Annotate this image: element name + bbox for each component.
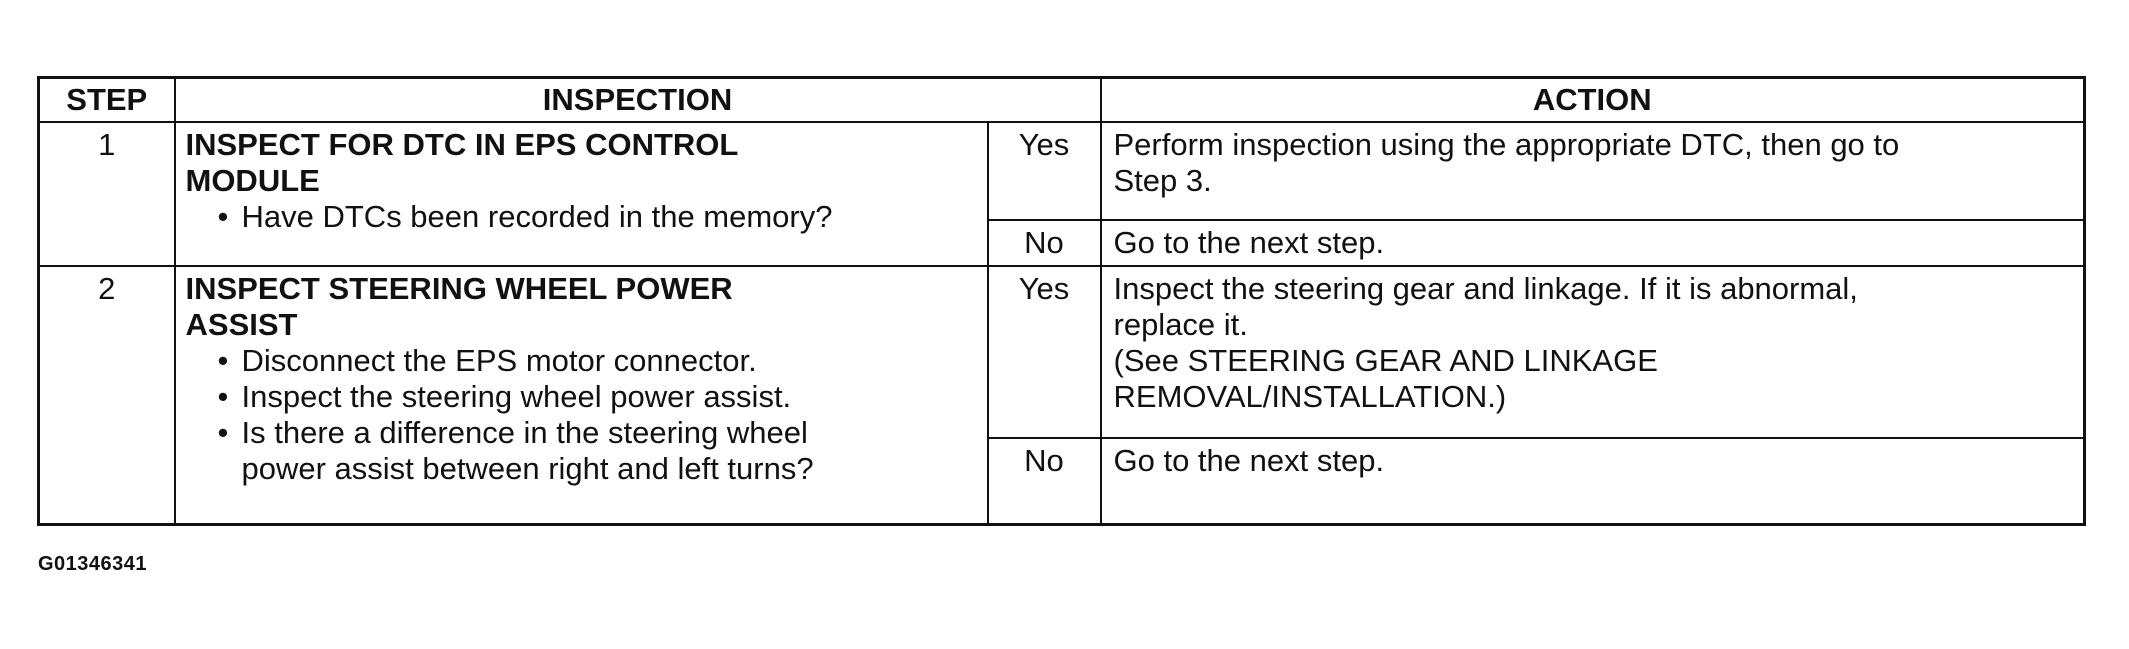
no-action: Go to the next step. — [1099, 437, 2086, 525]
figure-id: G01346341 — [38, 553, 148, 575]
action-text: Go to the next step. — [1113, 225, 1385, 260]
no-label: No — [986, 437, 1102, 525]
yes-label: Yes — [986, 265, 1102, 439]
no-label: No — [986, 219, 1102, 267]
step-1-no-row: No Go to the next step. — [39, 219, 2086, 267]
inspection-bullet: Is there a difference in the steering wh… — [214, 415, 977, 487]
step-2-no-row: No Go to the next step. — [39, 437, 2086, 525]
step-number: 1 — [37, 121, 176, 267]
inspection-bullet: Inspect the steering wheel power assist. — [214, 379, 977, 415]
action-text: replace it. — [1113, 307, 1248, 342]
inspection-cell: INSPECT FOR DTC IN EPS CONTROL MODULE Ha… — [173, 121, 989, 267]
action-text: Step 3. — [1113, 163, 1212, 198]
yes-action: Inspect the steering gear and linkage. I… — [1099, 265, 2086, 439]
inspection-bullets: Disconnect the EPS motor connector. Insp… — [186, 343, 977, 487]
inspection-cell: INSPECT STEERING WHEEL POWER ASSIST Disc… — [173, 265, 989, 525]
action-text: Inspect the steering gear and linkage. I… — [1113, 271, 1858, 306]
diagnostic-table: STEP INSPECTION ACTION 1 INSPECT FOR DTC… — [37, 76, 2086, 526]
step-2-yes-row: 2 INSPECT STEERING WHEEL POWER ASSIST Di… — [37, 265, 2086, 525]
step-1-yes-row: 1 INSPECT FOR DTC IN EPS CONTROL MODULE … — [37, 121, 2086, 267]
step-number: 2 — [37, 265, 176, 525]
inspection-bullet: Have DTCs been recorded in the memory? — [214, 199, 977, 235]
yes-label: Yes — [986, 121, 1102, 221]
action-text: REMOVAL/INSTALLATION.) — [1113, 379, 1507, 414]
inspection-heading: INSPECT FOR DTC IN EPS CONTROL — [185, 127, 739, 162]
bullet-line: power assist between right and left turn… — [241, 451, 814, 486]
yes-action: Perform inspection using the appropriate… — [1099, 121, 2086, 221]
header-step: STEP — [37, 76, 176, 123]
inspection-heading: ASSIST — [185, 307, 298, 342]
action-text: Go to the next step. — [1113, 443, 1385, 478]
action-text: Perform inspection using the appropriate… — [1113, 127, 1900, 162]
inspection-heading: MODULE — [185, 163, 320, 198]
no-action: Go to the next step. — [1099, 219, 2086, 267]
header-row: STEP INSPECTION ACTION — [37, 76, 2086, 123]
inspection-bullet: Disconnect the EPS motor connector. — [214, 343, 977, 379]
inspection-bullets: Have DTCs been recorded in the memory? — [186, 199, 977, 235]
header-action: ACTION — [1099, 76, 2086, 123]
header-inspection: INSPECTION — [173, 76, 1102, 123]
action-text: (See STEERING GEAR AND LINKAGE — [1113, 343, 1658, 378]
bullet-line: Is there a difference in the steering wh… — [241, 415, 808, 450]
inspection-heading: INSPECT STEERING WHEEL POWER — [185, 271, 733, 306]
